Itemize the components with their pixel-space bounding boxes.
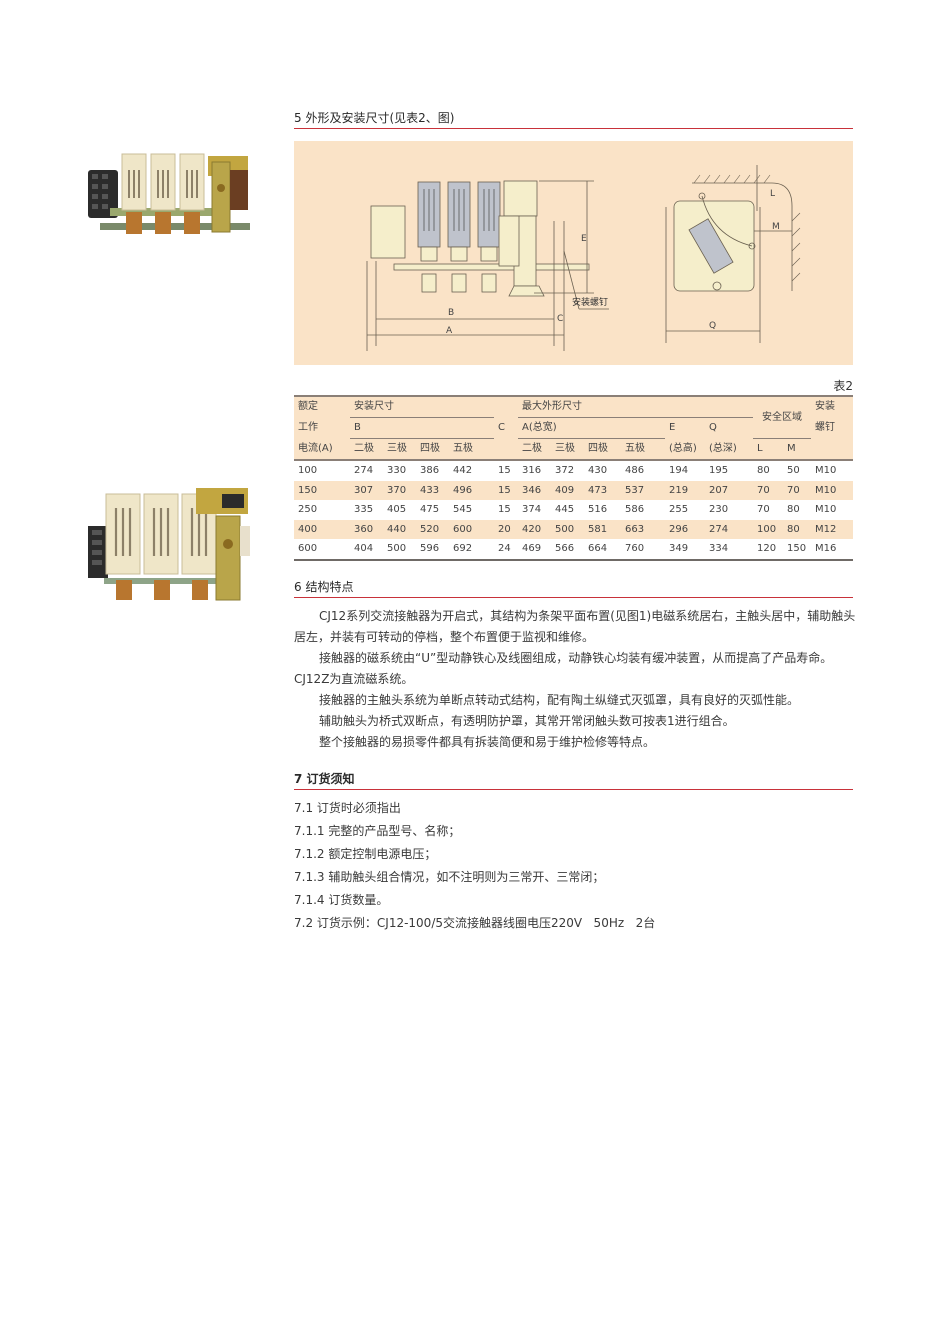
header-pole-5: 五极: [449, 438, 494, 461]
contactor-photo-2: [84, 486, 254, 604]
header-a-pole-3: 三极: [551, 438, 584, 461]
dim-label-q: Q: [709, 321, 716, 331]
header-c: C: [494, 417, 518, 439]
header-max-dims: 最大外形尺寸: [518, 395, 753, 418]
contactor-image-2: [88, 488, 250, 601]
header-screw-2: 螺钉: [811, 417, 853, 439]
dimension-table: 额定 安装尺寸 最大外形尺寸 安全区域 安装 工作 B C A(总宽) E Q …: [294, 395, 853, 561]
list-item: 7.2 订货示例：CJ12-100/5交流接触器线圈电压220V 50Hz 2台: [294, 916, 656, 930]
screw-label: 安装螺钉: [572, 296, 608, 308]
dim-label-e: E: [581, 234, 587, 244]
list-item: 7.1.2 额定控制电源电压；: [294, 847, 437, 861]
contactor-photo-1: [80, 148, 256, 248]
header-e: E: [665, 417, 705, 439]
paragraph: 辅助触头为桥式双断点，有透明防护罩，其常开常闭触头数可按表1进行组合。: [319, 714, 735, 728]
header-l: L: [753, 438, 783, 461]
dim-label-a: A: [446, 326, 453, 336]
list-item: 7.1.3 辅助触头组合情况，如不注明则为三常开、三常闭；: [294, 870, 605, 884]
header-a-pole-4: 四极: [584, 438, 621, 461]
section-5-title: 5 外形及安装尺寸(见表2、图): [294, 111, 853, 129]
header-rated-current-2: 工作: [294, 417, 350, 439]
header-m: M: [783, 438, 811, 461]
section-6-title: 6 结构特点: [294, 580, 853, 598]
header-a: A(总宽): [518, 417, 665, 439]
section-7-title: 7 订货须知: [294, 772, 853, 790]
paragraph: 接触器的磁系统由“U”型动静铁心及线圈组成，动静铁心均装有缓冲装置，从而提高了产…: [294, 651, 833, 686]
paragraph: CJ12系列交流接触器为开启式，其结构为条架平面布置(见图1)电磁系统居右，主触…: [294, 609, 856, 644]
header-rated-current-1: 额定: [294, 395, 350, 418]
header-q: Q: [705, 417, 753, 439]
dimension-diagram-panel: B A C E 安装螺钉 L M Q: [294, 141, 853, 365]
list-item: 7.1.1 完整的产品型号、名称；: [294, 824, 461, 838]
section-7-list: 7.1 订货时必须指出 7.1.1 完整的产品型号、名称； 7.1.2 额定控制…: [294, 797, 854, 935]
header-a-pole-2: 二极: [518, 438, 551, 461]
header-b: B: [350, 417, 494, 439]
dim-label-b: B: [448, 308, 454, 318]
table-caption: 表2: [833, 379, 853, 393]
dim-label-m: M: [772, 222, 780, 232]
header-rated-current-3: 电流(A): [294, 438, 350, 461]
paragraph: 整个接触器的易损零件都具有拆装简便和易于维护检修等特点。: [319, 735, 656, 749]
header-safety: 安全区域: [753, 395, 811, 439]
list-item: 7.1 订货时必须指出: [294, 801, 401, 815]
section-6-body: CJ12系列交流接触器为开启式，其结构为条架平面布置(见图1)电磁系统居右，主触…: [294, 606, 856, 753]
dim-label-l: L: [770, 189, 775, 199]
dim-label-c: C: [557, 314, 563, 324]
header-q-sub: (总深): [705, 438, 753, 461]
list-item: 7.1.4 订货数量。: [294, 893, 389, 907]
header-e-sub: (总高): [665, 438, 705, 461]
front-view-diagram: B A C E 安装螺钉: [366, 180, 609, 351]
header-screw-1: 安装: [811, 395, 853, 418]
side-view-diagram: L M Q: [665, 165, 801, 343]
header-pole-4: 四极: [416, 438, 449, 461]
contactor-image-1: [88, 153, 250, 234]
header-pole-2: 二极: [350, 438, 383, 461]
header-a-pole-5: 五极: [621, 438, 665, 461]
header-pole-3: 三极: [383, 438, 416, 461]
paragraph: 接触器的主触头系统为单断点转动式结构，配有陶土纵缝式灭弧罩，具有良好的灭弧性能。: [319, 693, 800, 707]
header-install-dims: 安装尺寸: [350, 395, 494, 418]
